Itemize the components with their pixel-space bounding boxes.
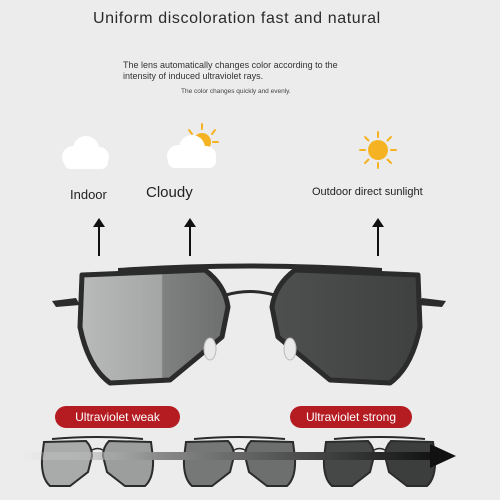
description-paragraph: The lens automatically changes color acc… xyxy=(123,60,338,81)
condition-label-outdoor: Outdoor direct sunlight xyxy=(312,186,423,198)
cloud-icon xyxy=(62,136,109,169)
arrow-up-icon xyxy=(372,218,384,256)
arrow-up-icon xyxy=(93,218,105,256)
intensity-arrow xyxy=(8,444,456,468)
sun-icon xyxy=(359,131,397,169)
badge-ultraviolet-weak: Ultraviolet weak xyxy=(55,406,180,428)
color-change-note: The color changes quickly and evenly. xyxy=(181,88,291,95)
headline: Uniform discoloration fast and natural xyxy=(93,10,381,27)
badge-ultraviolet-strong: Ultraviolet strong xyxy=(290,406,412,428)
condition-label-cloudy: Cloudy xyxy=(146,184,193,201)
condition-label-indoor: Indoor xyxy=(70,187,107,202)
arrow-up-icon xyxy=(184,218,196,256)
cloud-sun-icon xyxy=(167,123,219,168)
main-sunglasses xyxy=(52,263,446,386)
